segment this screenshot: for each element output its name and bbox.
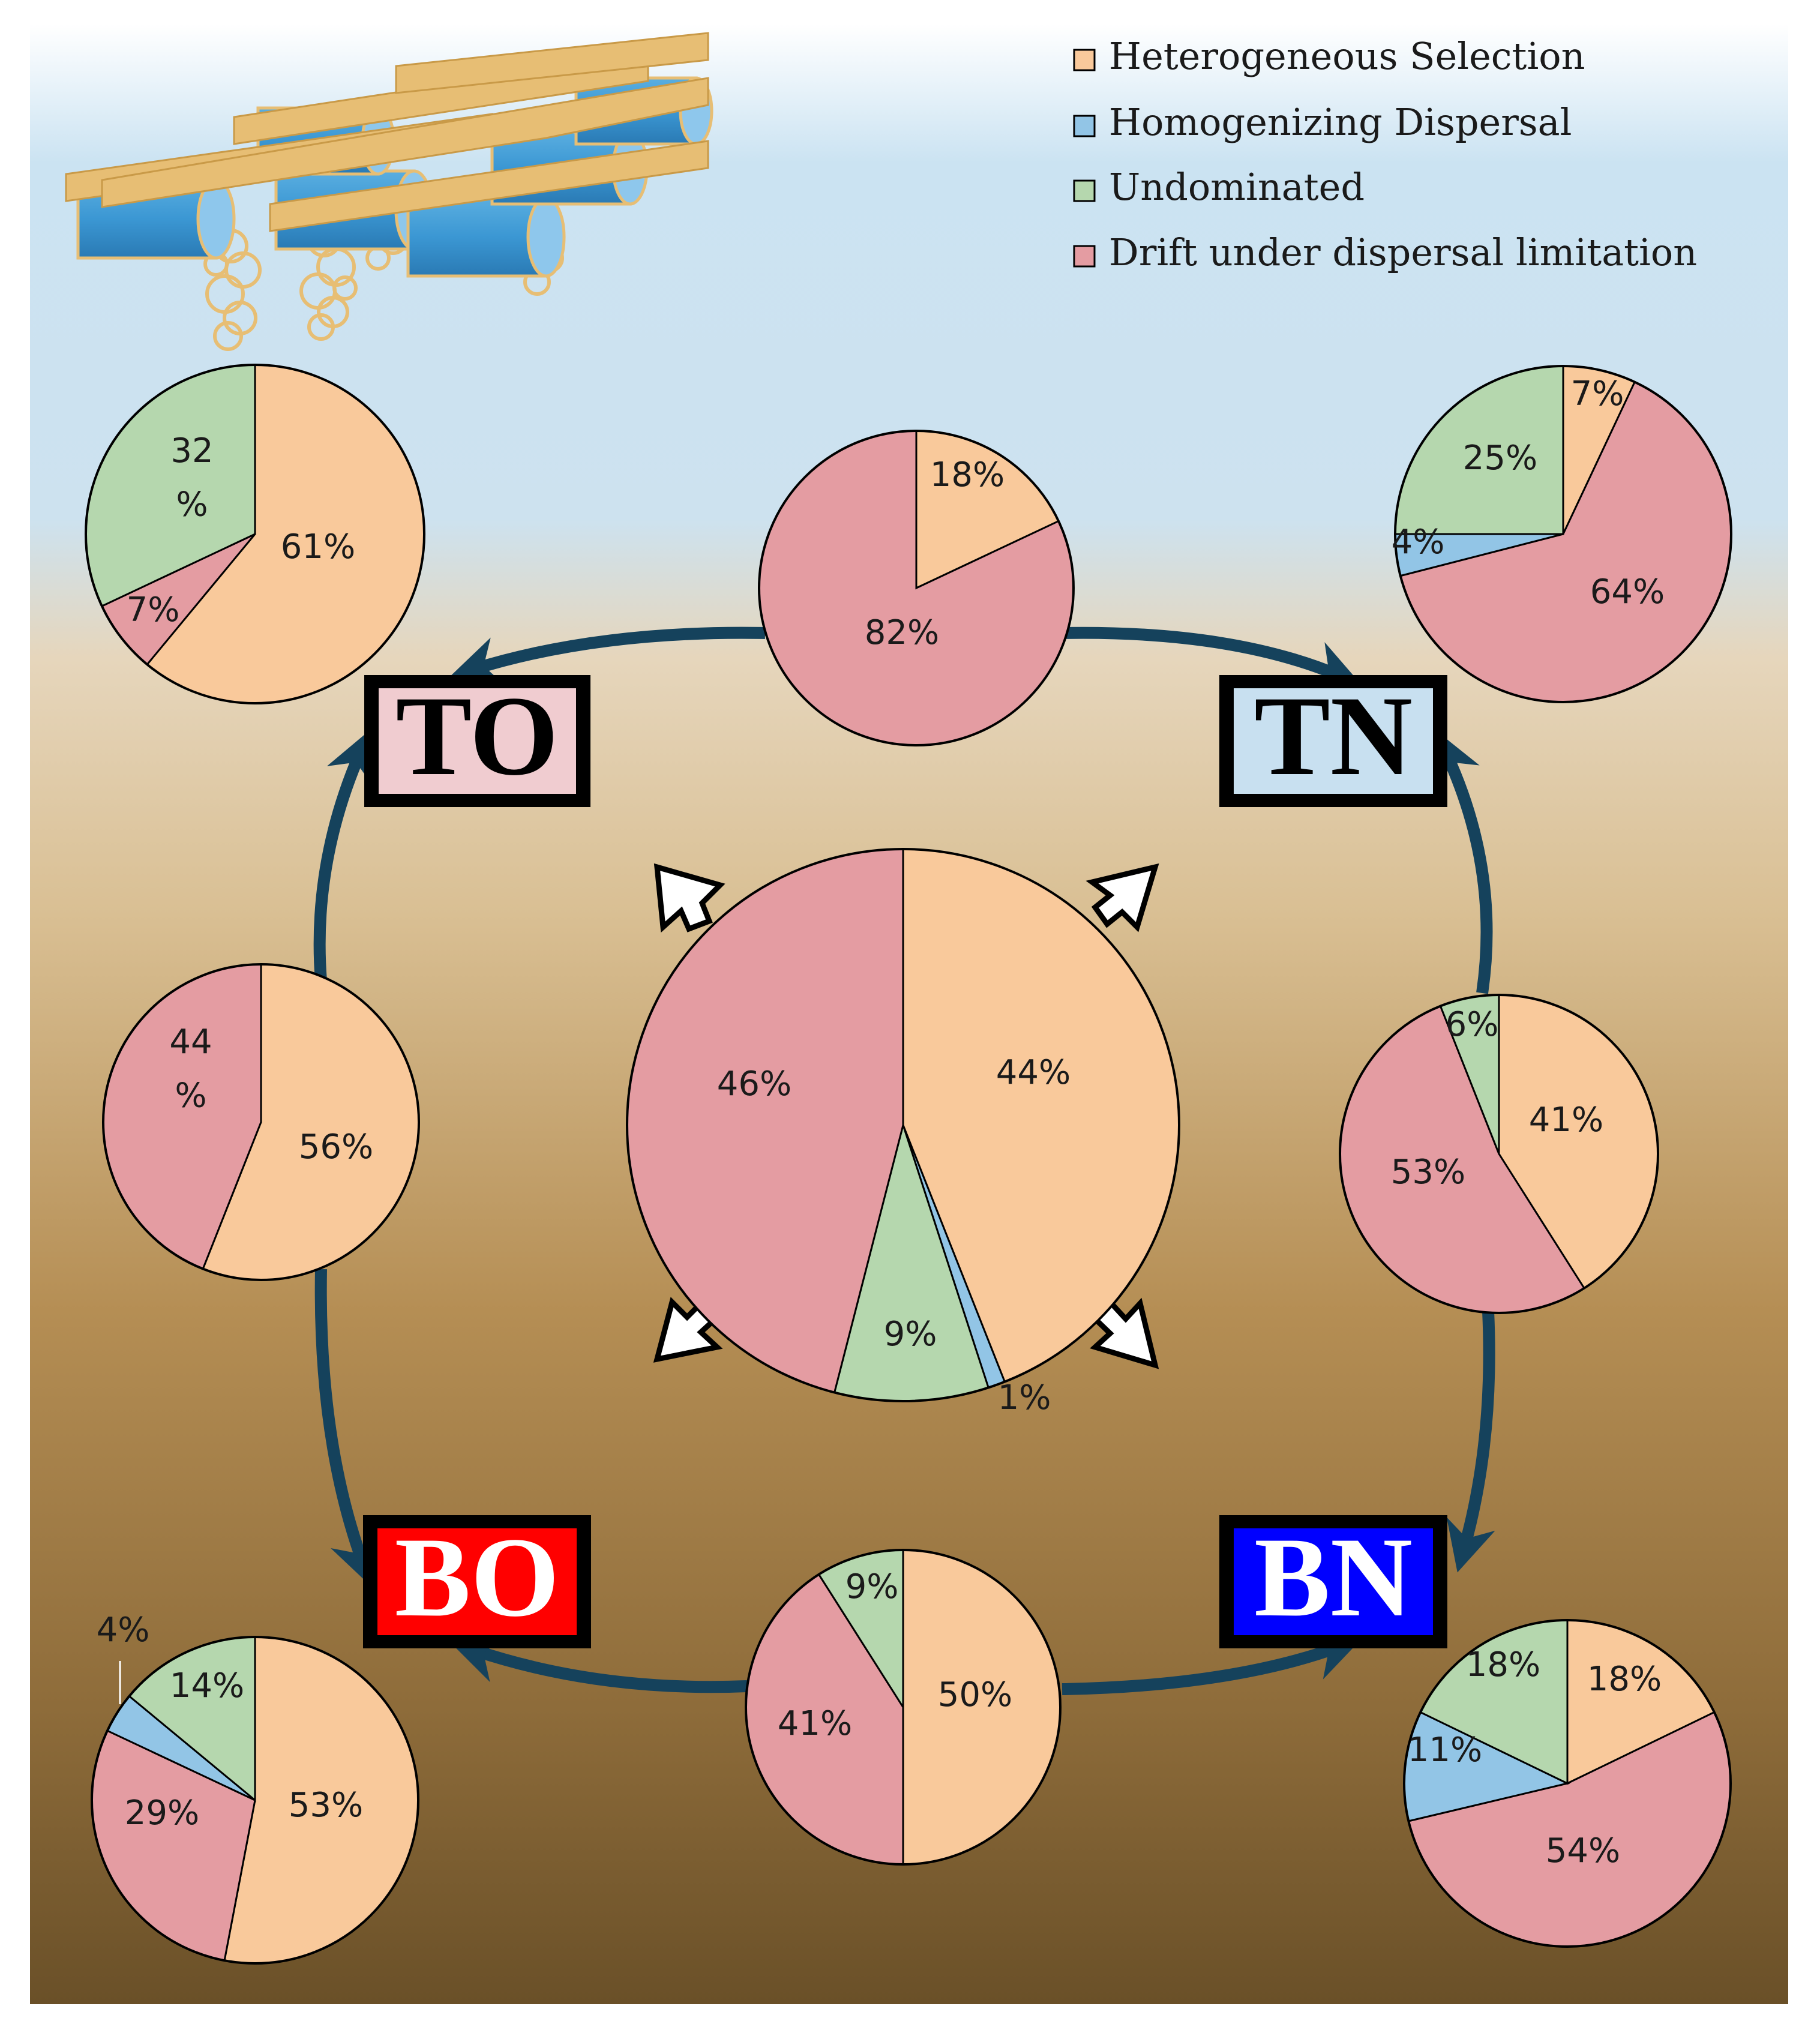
site-box-bn: BN	[1219, 1515, 1447, 1648]
pie-slice-label: 11%	[1408, 1731, 1482, 1770]
pie-slice-label: 14%	[170, 1666, 244, 1705]
site-label-bn: BN	[1254, 1515, 1413, 1641]
site-box-bn-fill	[1234, 1528, 1433, 1635]
pie-outline	[626, 848, 1180, 1402]
pie-slice-label: 4%	[97, 1611, 150, 1650]
pie-slice-label: 61%	[281, 527, 355, 566]
center-outward-arrows	[653, 863, 1159, 1369]
outward-arrow-top-left	[653, 863, 725, 933]
pie-outline	[91, 1636, 419, 1965]
pie-slice-label: 44%	[996, 1053, 1071, 1092]
pie-outline	[745, 1549, 1062, 1866]
pie-slice-label: 44%	[169, 1023, 212, 1116]
pie-slice-label: 82%	[865, 613, 939, 652]
raft-beams	[65, 32, 709, 232]
pie-slice-label: 29%	[125, 1794, 199, 1833]
pie-slice-label: 53%	[1391, 1153, 1465, 1192]
bo-bn-pie: 50% 41% 9%	[745, 1549, 1062, 1866]
pie-slice-label: 54%	[1546, 1831, 1620, 1870]
tn-bn-pie: 41% 53% 6%	[1339, 994, 1659, 1314]
pie-slice-label: 9%	[845, 1567, 899, 1606]
site-label-tn: TN	[1254, 673, 1413, 799]
legend-label: Homogenizing Dispersal	[1109, 100, 1572, 144]
pie-slice-label: 41%	[778, 1704, 852, 1743]
legend-label: Drift under dispersal limitation	[1109, 230, 1697, 274]
pie-slice-label: 41%	[1529, 1101, 1603, 1140]
arrow-to-tn-right	[1062, 626, 1362, 689]
site-box-tn-fill	[1234, 688, 1433, 794]
arrow-bo-bn-right	[1062, 1632, 1362, 1695]
legend-item: Undominated	[1073, 165, 1365, 209]
legend-item: Homogenizing Dispersal	[1073, 100, 1572, 144]
site-box-to: TO	[364, 673, 590, 807]
pie-outline	[1403, 1619, 1732, 1948]
legend-swatch	[1073, 49, 1096, 71]
arrow-tn-bn-up	[1434, 730, 1493, 994]
pie-slice-label: 18%	[1587, 1660, 1662, 1699]
pie-slice-label: 46%	[717, 1065, 791, 1104]
pie-slice-label: 18%	[930, 455, 1005, 494]
legend-label: Heterogeneous Selection	[1109, 34, 1585, 78]
to-pie: 61% 7% 32%	[85, 364, 425, 704]
legend-item: Heterogeneous Selection	[1073, 34, 1585, 78]
pie-slice-label: 4%	[1392, 523, 1445, 562]
pie-slice-label: 64%	[1590, 572, 1665, 611]
legend-swatch	[1073, 179, 1096, 202]
raft-illustration	[65, 32, 713, 351]
site-box-bo: BO	[363, 1515, 591, 1648]
to-tn-pie: 18% 82%	[758, 430, 1075, 746]
arrow-to-tn-left	[449, 626, 766, 686]
site-box-tn: TN	[1219, 673, 1447, 807]
arrow-to-bo-up	[313, 730, 373, 982]
legend-swatch	[1073, 115, 1096, 137]
site-label-bo: BO	[395, 1515, 560, 1641]
pie-slice-label: 6%	[1446, 1005, 1499, 1044]
pie-slice-label: 1%	[998, 1378, 1051, 1417]
pie-charts: 61% 7% 32% 18% 82% 7% 64% 4% 25% 56% 44% 44% 1% 9% 46%…	[85, 364, 1732, 1965]
arrow-bo-bn-left	[450, 1634, 748, 1693]
pie-slice-label: 32%	[170, 431, 213, 524]
pie-slice-label: 56%	[299, 1128, 373, 1167]
pie-slice-label: 7%	[127, 590, 180, 629]
site-box-bo-fill	[377, 1528, 577, 1635]
connection-arrows	[313, 626, 1495, 1695]
bo-pie: 53% 29% 4% 14%	[91, 1611, 419, 1965]
pie-slice-label: 7%	[1571, 374, 1624, 413]
tn-pie: 7% 64% 4% 25%	[1392, 365, 1732, 703]
bn-pie: 18% 54% 11% 18%	[1403, 1619, 1732, 1948]
outward-arrow-top-right	[1086, 863, 1159, 932]
pie-slice-label: 9%	[884, 1315, 937, 1354]
legend-label: Undominated	[1109, 165, 1365, 209]
pie-outline	[758, 430, 1075, 746]
pie-outline	[102, 963, 420, 1281]
arrow-to-bo-down	[314, 1269, 379, 1587]
arrow-tn-bn-down	[1446, 1311, 1495, 1573]
pie-slice-label: 18%	[1466, 1645, 1540, 1684]
pie-slice-label: 50%	[938, 1675, 1012, 1714]
to-bo-pie: 56% 44%	[102, 963, 420, 1281]
site-label-to: TO	[395, 673, 558, 799]
pie-slice-label: 25%	[1463, 439, 1537, 478]
pie-outline	[85, 364, 425, 704]
center-pie: 44% 1% 9% 46%	[626, 848, 1180, 1417]
pie-outline	[1339, 994, 1659, 1314]
site-box-to-fill	[379, 688, 576, 794]
pie-slice-label: 53%	[289, 1786, 363, 1825]
legend-item: Drift under dispersal limitation	[1073, 230, 1697, 274]
pie-outline	[1394, 365, 1732, 703]
legend-swatch	[1073, 245, 1096, 268]
